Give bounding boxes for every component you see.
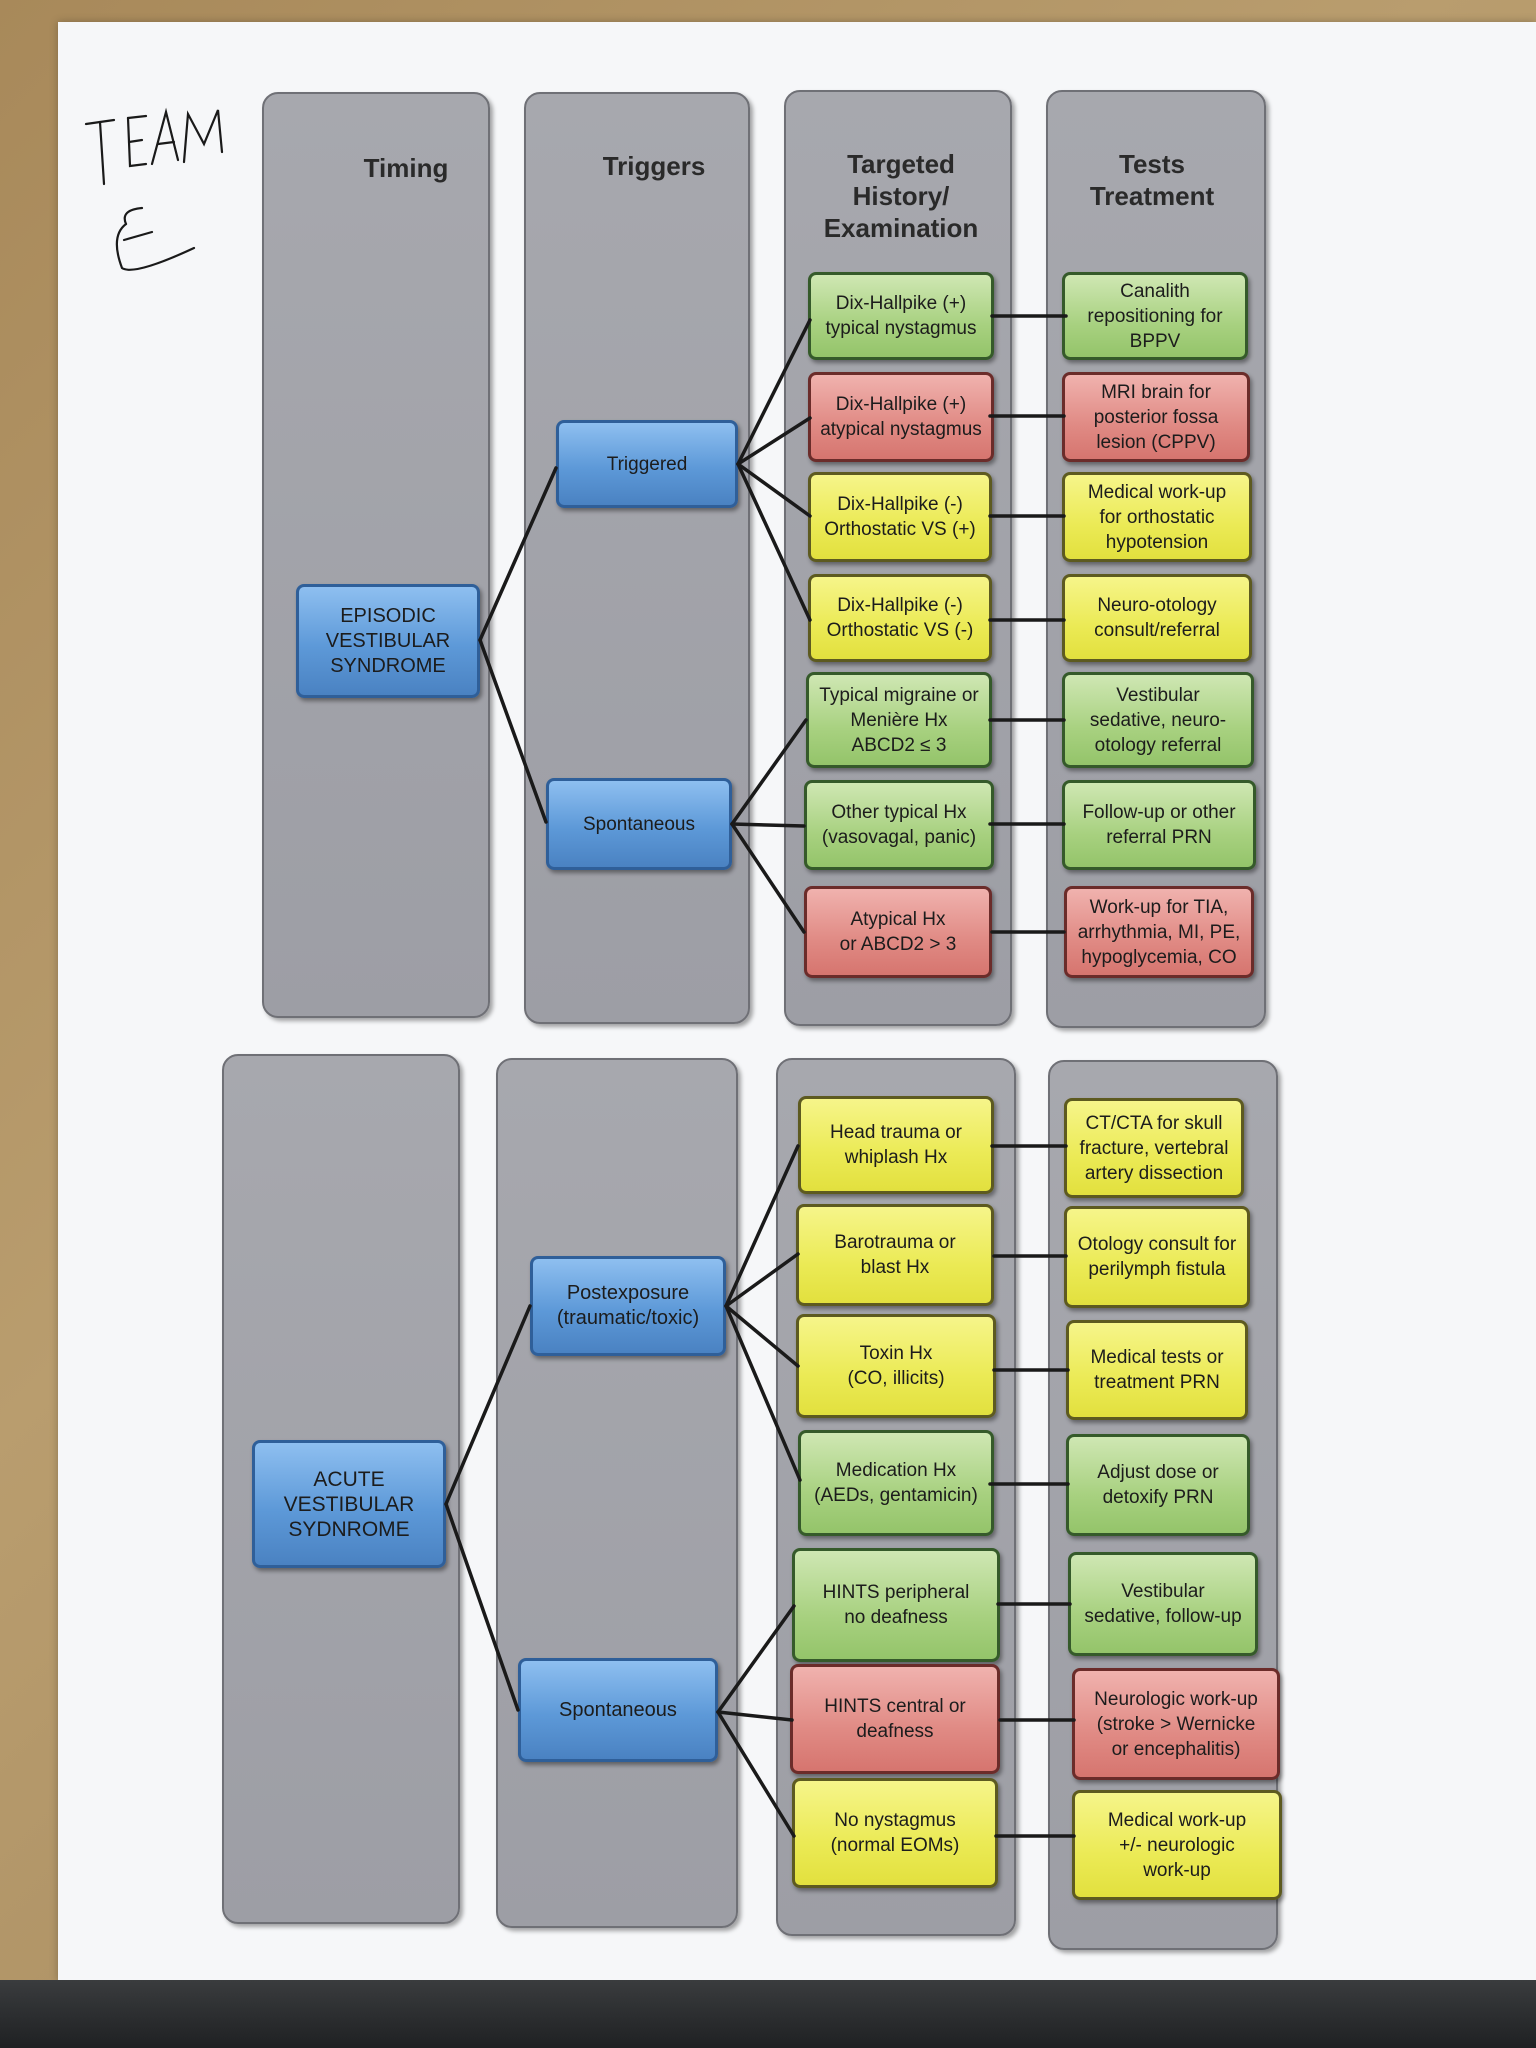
episodic-vestibular-syndrome-node: EPISODIC VESTIBULAR SYNDROME <box>296 584 480 698</box>
panel-b-test-node-4: Adjust dose or detoxify PRN <box>1066 1434 1250 1536</box>
panel-b-history-node-7: No nystagmus (normal EOMs) <box>792 1778 998 1888</box>
panel-b-history-node-2: Barotrauma or blast Hx <box>796 1204 994 1306</box>
acute-vestibular-syndrome-node: ACUTE VESTIBULAR SYDNROME <box>252 1440 446 1568</box>
panel-a-test-node-1: Canalith repositioning for BPPV <box>1062 272 1248 360</box>
panel-a-history-node-3: Dix-Hallpike (-) Orthostatic VS (+) <box>808 472 992 562</box>
panel-b-test-node-6: Neurologic work-up (stroke > Wernicke or… <box>1072 1668 1280 1780</box>
panel-b-triggers-column <box>496 1058 738 1928</box>
panel-a-test-node-2: MRI brain for posterior fossa lesion (CP… <box>1062 372 1250 462</box>
timing-header: Timing <box>363 153 449 183</box>
handwritten-team-label <box>80 100 280 300</box>
panel-a-history-node-7: Atypical Hx or ABCD2 > 3 <box>804 886 992 978</box>
panel-a-history-node-1: Dix-Hallpike (+) typical nystagmus <box>808 272 994 360</box>
panel-a-timing-column <box>262 92 490 1018</box>
panel-b-test-node-7: Medical work-up +/- neurologic work-up <box>1072 1790 1282 1900</box>
handwriting-strokes <box>84 107 224 271</box>
panel-b-history-node-5: HINTS peripheral no deafness <box>792 1548 1000 1662</box>
tests-header: Tests Treatment <box>1089 149 1215 211</box>
panel-b-history-node-4: Medication Hx (AEDs, gentamicin) <box>798 1430 994 1536</box>
panel-b-test-node-3: Medical tests or treatment PRN <box>1066 1320 1248 1420</box>
spontaneous-node-b: Spontaneous <box>518 1658 718 1762</box>
panel-a-history-node-6: Other typical Hx (vasovagal, panic) <box>804 780 994 870</box>
panel-b-test-node-2: Otology consult for perilymph fistula <box>1064 1206 1250 1308</box>
panel-a-history-node-4: Dix-Hallpike (-) Orthostatic VS (-) <box>808 574 992 662</box>
panel-a-triggers-column <box>524 92 750 1024</box>
triggers-header: Triggers <box>602 151 706 181</box>
panel-a-history-node-5: Typical migraine or Menière Hx ABCD2 ≤ 3 <box>806 672 992 768</box>
panel-a-test-node-6: Follow-up or other referral PRN <box>1062 780 1256 870</box>
spontaneous-node-a: Spontaneous <box>546 778 732 870</box>
panel-b-history-node-6: HINTS central or deafness <box>790 1664 1000 1774</box>
floor-background <box>0 1980 1536 2048</box>
postexposure-node: Postexposure (traumatic/toxic) <box>530 1256 726 1356</box>
panel-b-test-node-1: CT/CTA for skull fracture, vertebral art… <box>1064 1098 1244 1198</box>
panel-a-test-node-5: Vestibular sedative, neuro- otology refe… <box>1062 672 1254 768</box>
history-header: Targeted History/ Examination <box>823 149 979 243</box>
triggered-node: Triggered <box>556 420 738 508</box>
panel-a-test-node-7: Work-up for TIA, arrhythmia, MI, PE, hyp… <box>1064 886 1254 978</box>
panel-a-test-node-3: Medical work-up for orthostatic hypotens… <box>1062 472 1252 562</box>
panel-b-history-node-1: Head trauma or whiplash Hx <box>798 1096 994 1194</box>
panel-a-history-node-2: Dix-Hallpike (+) atypical nystagmus <box>808 372 994 462</box>
panel-b-test-node-5: Vestibular sedative, follow-up <box>1068 1552 1258 1656</box>
panel-b-history-node-3: Toxin Hx (CO, illicits) <box>796 1314 996 1418</box>
panel-a-test-node-4: Neuro-otology consult/referral <box>1062 574 1252 662</box>
